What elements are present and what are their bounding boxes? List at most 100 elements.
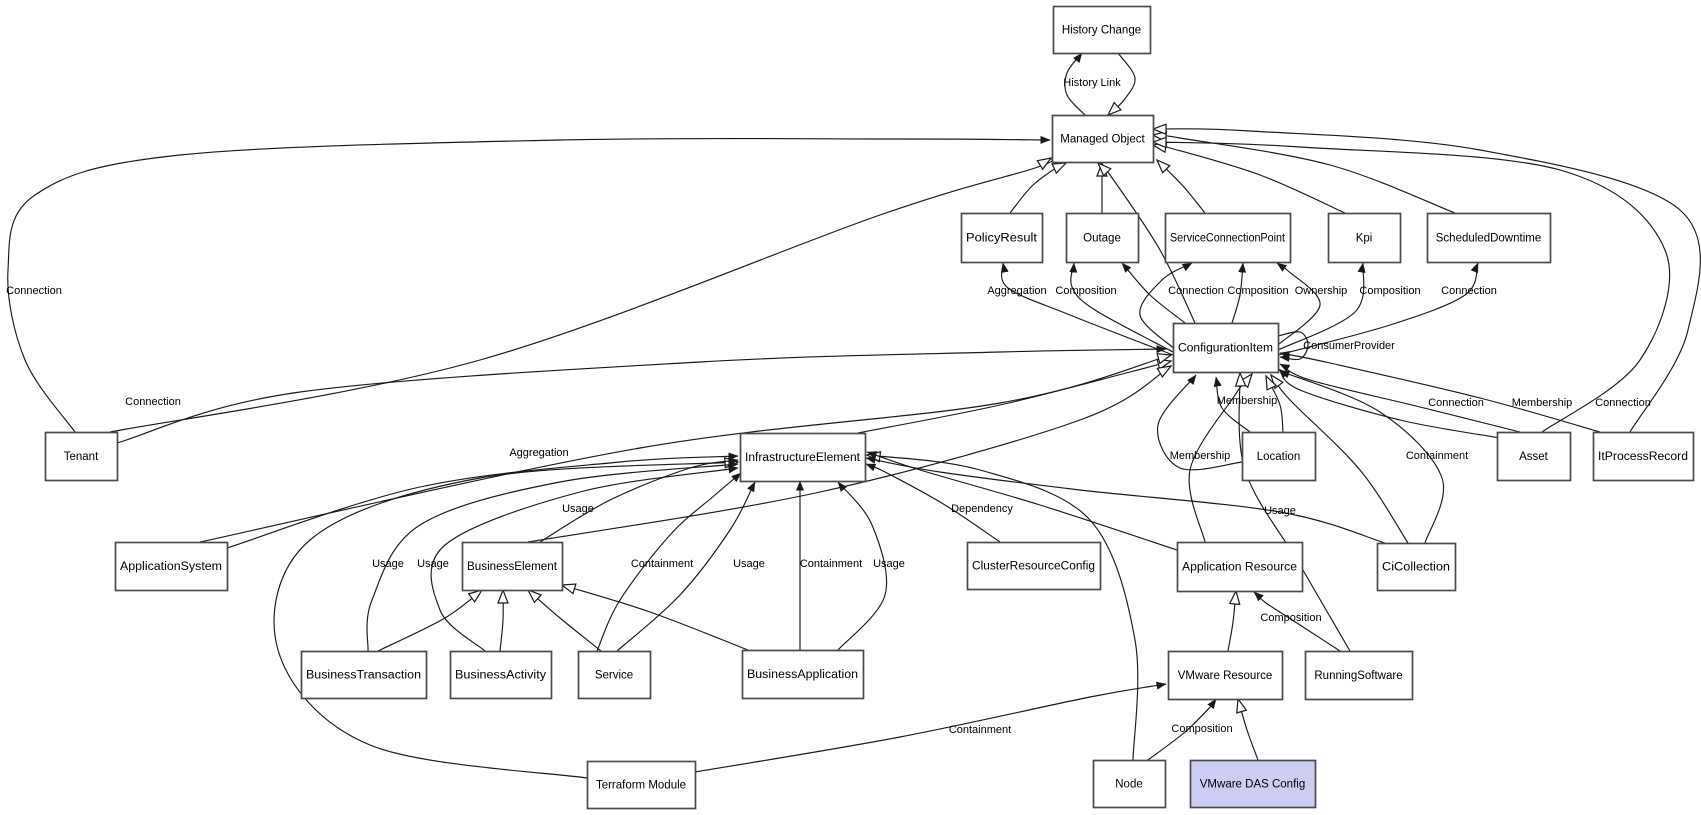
edge-configuration-item-to-policy-result-aggregation (1000, 262, 1174, 356)
node-box-node[interactable] (1092, 759, 1167, 809)
edge-label-usage: Usage (562, 503, 594, 515)
node-vmware-resource[interactable]: VMware Resource (1167, 650, 1284, 701)
edge-label-usage: Usage (1264, 505, 1296, 517)
edge-application-resource-to-infrastructure-element (866, 451, 1178, 551)
node-box-tenant[interactable] (44, 431, 119, 482)
node-label-ci-collection: CiCollection (1382, 562, 1450, 574)
edge-node-to-infrastructure-element (865, 450, 1139, 761)
node-box-service[interactable] (577, 650, 652, 700)
node-application-resource[interactable]: Application Resource (1176, 541, 1304, 593)
node-box-running-software[interactable] (1304, 650, 1414, 701)
node-box-kpi[interactable] (1327, 212, 1402, 264)
node-box-it-process-record[interactable] (1592, 431, 1695, 482)
node-box-scheduled-downtime[interactable] (1426, 212, 1552, 264)
edge-kpi-to-managed-object (1151, 141, 1346, 214)
node-kpi[interactable]: Kpi (1327, 212, 1402, 264)
node-business-element[interactable]: BusinessElement (461, 541, 564, 592)
node-running-software[interactable]: RunningSoftware (1304, 650, 1414, 701)
node-history-change[interactable]: History Change (1052, 5, 1152, 55)
edge-business-transaction-to-business-element (377, 588, 484, 652)
node-business-application[interactable]: BusinessApplication (741, 649, 865, 700)
edge-location-to-configuration-item-membership (1213, 376, 1251, 433)
node-box-policy-result[interactable] (960, 212, 1044, 264)
node-box-business-element[interactable] (461, 541, 564, 592)
edge-label-aggregation: Aggregation (509, 447, 568, 459)
node-box-business-transaction[interactable] (300, 650, 428, 700)
node-it-process-record[interactable]: ItProcessRecord (1592, 431, 1695, 482)
node-infrastructure-element[interactable]: InfrastructureElement (739, 432, 867, 483)
node-configuration-item[interactable]: ConfigurationItem (1172, 322, 1280, 374)
edge-service-connection-point-to-managed-object (1155, 158, 1206, 214)
node-node[interactable]: Node (1092, 759, 1167, 809)
node-label-tenant: Tenant (64, 451, 99, 463)
node-business-activity[interactable]: BusinessActivity (449, 650, 553, 700)
node-box-service-connection-point[interactable] (1164, 212, 1292, 264)
edge-running-software-to-application-resource-composition (1253, 591, 1341, 652)
node-box-terraform-module[interactable] (586, 760, 697, 810)
node-label-cluster-resource-config: ClusterResourceConfig (972, 561, 1095, 573)
node-box-infrastructure-element[interactable] (739, 432, 867, 483)
edge-label-composition: Composition (1171, 723, 1232, 735)
node-label-business-activity: BusinessActivity (455, 670, 546, 682)
edge-label-connection: Connection (1595, 397, 1651, 409)
node-label-asset: Asset (1519, 451, 1549, 463)
edge-label-connection: Connection (1441, 285, 1497, 297)
edge-ci-collection-to-configuration-item (1269, 373, 1409, 544)
edge-label-usage: Usage (417, 558, 449, 570)
node-cluster-resource-config[interactable]: ClusterResourceConfig (966, 541, 1102, 591)
edge-location-to-configuration-item (1265, 374, 1284, 433)
node-tenant[interactable]: Tenant (44, 431, 119, 482)
node-ci-collection[interactable]: CiCollection (1376, 542, 1457, 592)
edge-infrastructure-element-to-configuration-item (857, 358, 1173, 434)
node-box-managed-object[interactable] (1051, 114, 1155, 164)
edge-asset-to-configuration-item-connection (1278, 368, 1501, 439)
edge-label-containment: Containment (1406, 450, 1468, 462)
edge-location-to-configuration-item-membership (1157, 374, 1243, 471)
node-box-application-resource[interactable] (1176, 541, 1304, 593)
node-box-application-system[interactable] (114, 541, 229, 592)
node-location[interactable]: Location (1241, 431, 1317, 482)
edge-scheduled-downtime-to-managed-object (1151, 130, 1456, 214)
node-label-service-connection-point: ServiceConnectionPoint (1170, 233, 1286, 245)
node-box-outage[interactable] (1065, 212, 1140, 264)
node-business-transaction[interactable]: BusinessTransaction (300, 650, 428, 700)
node-box-location[interactable] (1241, 431, 1317, 482)
node-label-service: Service (595, 670, 633, 682)
edge-history-change-to-managed-object (1106, 52, 1136, 117)
node-terraform-module[interactable]: Terraform Module (586, 760, 697, 810)
edge-business-element-to-infrastructure-element-usage (539, 457, 739, 543)
node-label-node: Node (1115, 779, 1143, 791)
edge-configuration-item-to-outage-composition (1069, 262, 1174, 353)
node-box-business-application[interactable] (741, 649, 865, 700)
node-managed-object[interactable]: Managed Object (1051, 114, 1155, 164)
edge-label-containment: Containment (949, 724, 1011, 736)
node-label-policy-result: PolicyResult (966, 233, 1038, 245)
node-vmware-das-config[interactable]: VMware DAS Config (1189, 759, 1317, 809)
edge-service-to-business-element (526, 588, 602, 652)
node-label-business-element: BusinessElement (467, 561, 558, 573)
node-box-business-activity[interactable] (449, 650, 553, 700)
edge-label-ownership: Ownership (1295, 285, 1348, 297)
edge-label-dependency: Dependency (951, 503, 1013, 515)
node-scheduled-downtime[interactable]: ScheduledDowntime (1426, 212, 1552, 264)
node-service-connection-point[interactable]: ServiceConnectionPoint (1164, 212, 1292, 264)
node-box-asset[interactable] (1496, 431, 1572, 482)
node-box-vmware-das-config[interactable] (1189, 759, 1317, 809)
node-asset[interactable]: Asset (1496, 431, 1572, 482)
node-box-cluster-resource-config[interactable] (966, 541, 1102, 591)
node-label-running-software: RunningSoftware (1314, 670, 1402, 682)
node-outage[interactable]: Outage (1065, 212, 1140, 264)
edge-policy-result-to-managed-object (1009, 162, 1068, 214)
node-label-vmware-das-config: VMware DAS Config (1200, 779, 1305, 791)
edge-label-connection: Connection (125, 396, 181, 408)
node-policy-result[interactable]: PolicyResult (960, 212, 1044, 264)
edge-asset-to-managed-object (1151, 136, 1671, 433)
node-application-system[interactable]: ApplicationSystem (114, 541, 229, 592)
node-box-ci-collection[interactable] (1376, 542, 1457, 592)
edge-label-composition: Composition (1227, 285, 1288, 297)
node-box-vmware-resource[interactable] (1167, 650, 1284, 701)
node-box-configuration-item[interactable] (1172, 322, 1280, 374)
node-box-history-change[interactable] (1052, 5, 1152, 55)
node-service[interactable]: Service (577, 650, 652, 700)
